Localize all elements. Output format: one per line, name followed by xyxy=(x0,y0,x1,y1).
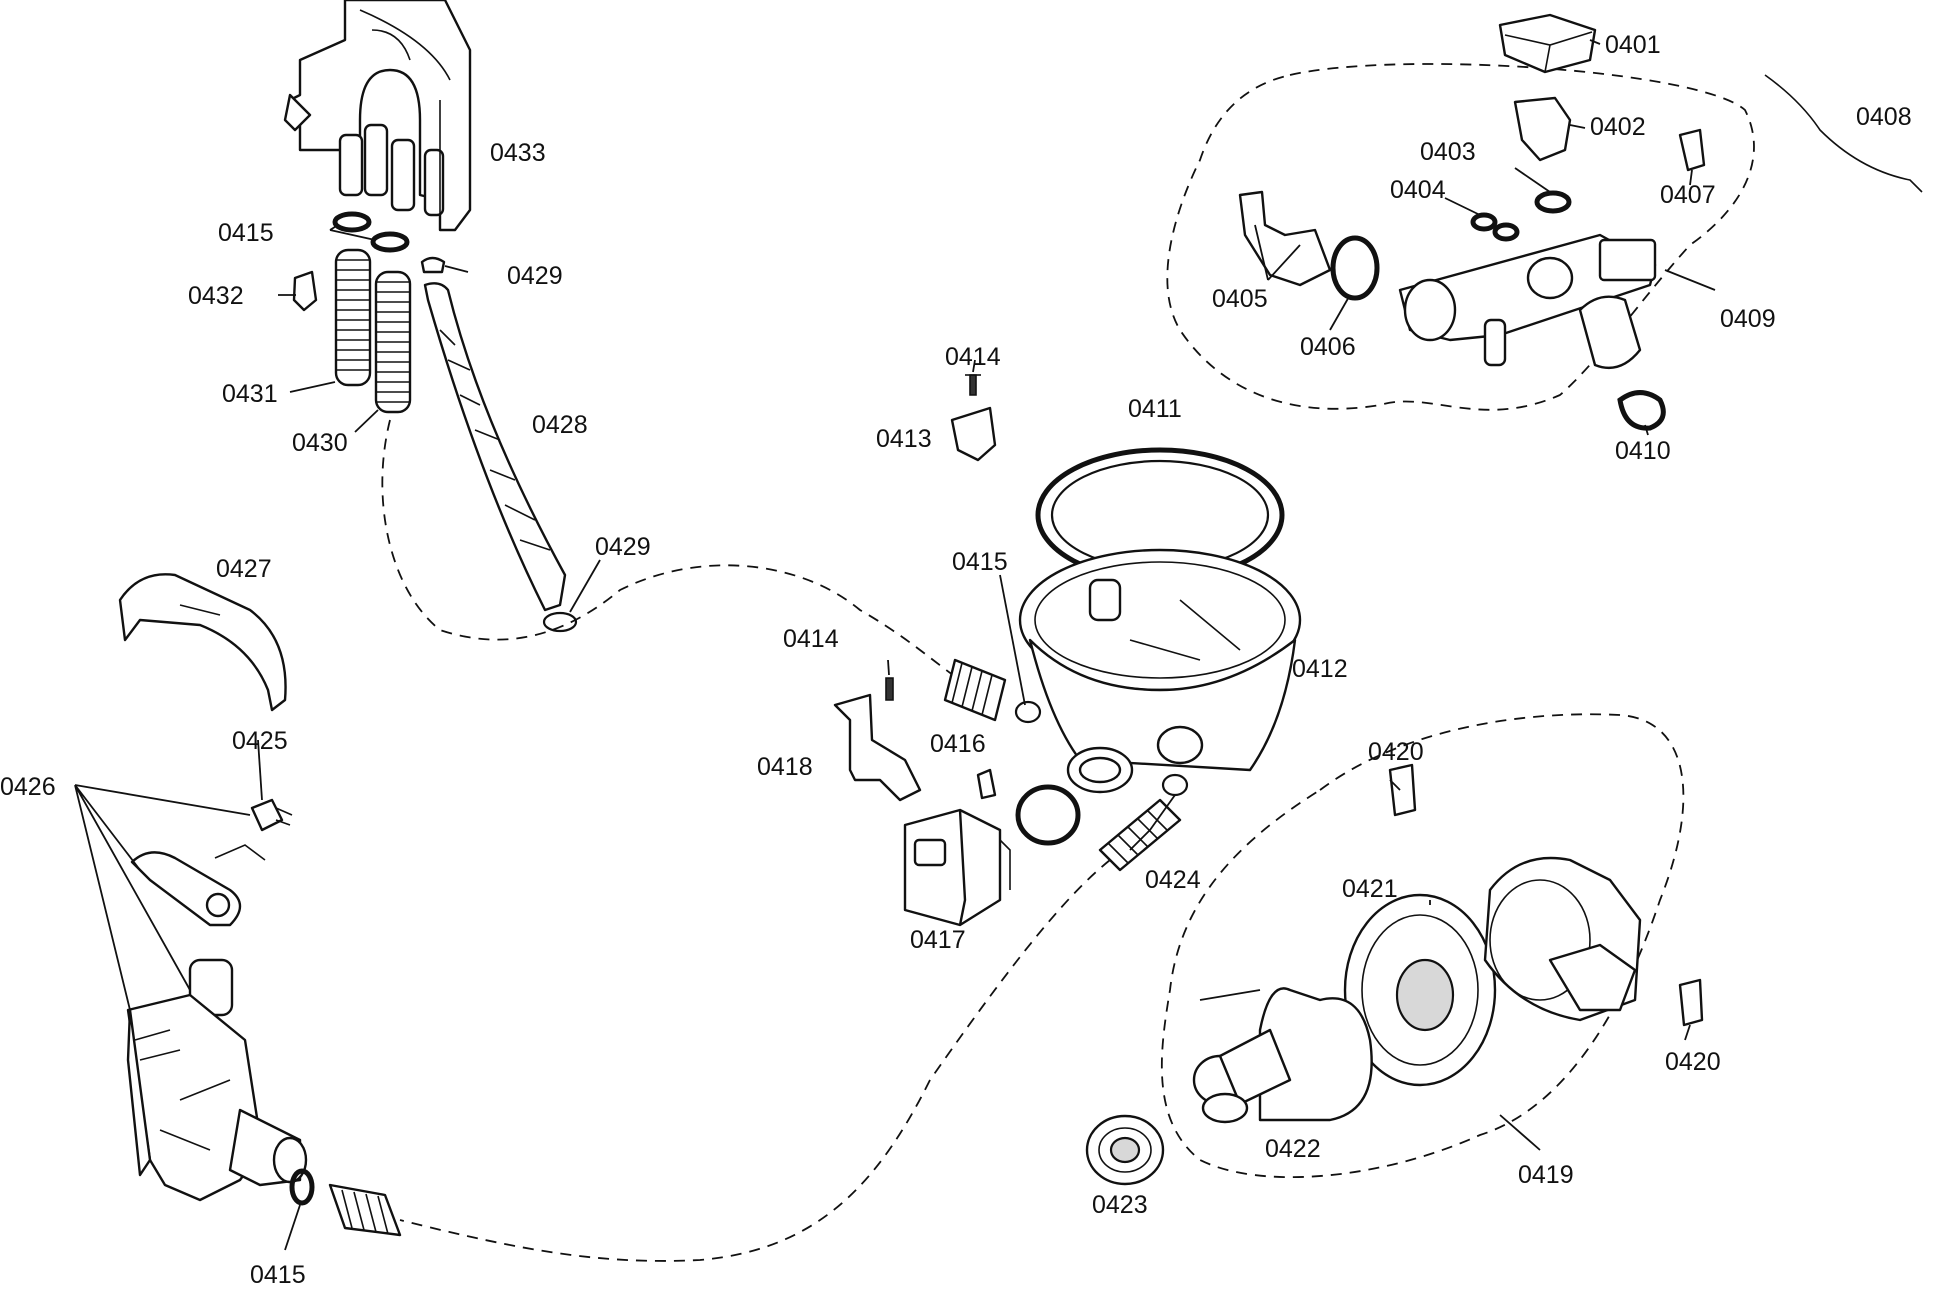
label-0429-top: 0429 xyxy=(507,262,563,290)
part-0415-spring xyxy=(943,658,1007,722)
label-0428: 0428 xyxy=(532,411,588,439)
label-0409: 0409 xyxy=(1720,305,1776,333)
part-0422-pump-volute xyxy=(1192,987,1373,1124)
part-0417-drain-pump xyxy=(903,808,1011,927)
part-0420-clip-bottom xyxy=(1678,978,1704,1027)
part-0429-clamp-bottom xyxy=(542,611,578,633)
label-0414-mid: 0414 xyxy=(783,625,839,653)
label-0423: 0423 xyxy=(1092,1191,1148,1219)
part-0432-clip xyxy=(292,270,318,312)
label-0430: 0430 xyxy=(292,429,348,457)
part-0410-hose-clamp xyxy=(1617,390,1666,431)
label-0420-top: 0420 xyxy=(1368,738,1424,766)
part-0402-connector xyxy=(1513,96,1572,162)
part-0414-screw-top xyxy=(969,374,977,396)
label-0403: 0403 xyxy=(1420,138,1476,166)
part-0409-heater-assembly xyxy=(1398,233,1657,370)
part-0404-ring-b xyxy=(1492,222,1520,242)
part-0421-impeller-housing xyxy=(1343,893,1497,1087)
part-0416-pin xyxy=(976,768,997,800)
part-0408-wire xyxy=(1764,74,1923,193)
part-0415-ring-d xyxy=(1014,700,1042,724)
label-0419: 0419 xyxy=(1518,1161,1574,1189)
label-0414-top: 0414 xyxy=(945,343,1001,371)
label-0431: 0431 xyxy=(222,380,278,408)
part-0426-arm xyxy=(214,844,266,861)
part-0433-duct xyxy=(283,0,472,232)
part-0406-o-ring xyxy=(1330,235,1380,301)
label-0415-center: 0415 xyxy=(952,548,1008,576)
assembly-outline-0419 xyxy=(1160,713,1685,1179)
label-0429-bottom: 0429 xyxy=(595,533,651,561)
label-0417: 0417 xyxy=(910,926,966,954)
part-0427-cover xyxy=(118,573,287,712)
hose-connection-0424-0415 xyxy=(399,859,1111,1262)
leader-lines xyxy=(74,39,1716,1251)
part-0407-clip xyxy=(1678,128,1706,172)
part-ring-seal xyxy=(1015,784,1081,846)
part-0423-grommet xyxy=(1085,1114,1165,1186)
label-0401: 0401 xyxy=(1605,31,1661,59)
label-0427: 0427 xyxy=(216,555,272,583)
part-0401-box xyxy=(1498,13,1597,74)
label-0432: 0432 xyxy=(188,282,244,310)
label-0404: 0404 xyxy=(1390,176,1446,204)
part-0415-ring-c xyxy=(289,1168,315,1206)
part-0426-valve-body xyxy=(126,993,308,1202)
part-0414-screw-mid xyxy=(885,677,894,701)
label-0420-bottom: 0420 xyxy=(1665,1048,1721,1076)
label-0422: 0422 xyxy=(1265,1135,1321,1163)
part-0413-clip xyxy=(950,406,997,462)
label-0424: 0424 xyxy=(1145,866,1201,894)
part-0425-switch xyxy=(250,798,284,832)
part-0424-ring xyxy=(1161,773,1189,797)
label-0411: 0411 xyxy=(1128,395,1182,423)
part-0420-clip-top xyxy=(1388,763,1417,817)
hose-connection-0430-0429 xyxy=(381,419,1001,701)
part-0418-bracket xyxy=(833,693,922,802)
label-0408: 0408 xyxy=(1856,103,1912,131)
label-0402: 0402 xyxy=(1590,113,1646,141)
part-0415-ring-a xyxy=(332,211,372,233)
part-0404-ring xyxy=(1470,212,1498,232)
label-0407: 0407 xyxy=(1660,181,1716,209)
label-0405: 0405 xyxy=(1212,285,1268,313)
label-0415-top: 0415 xyxy=(218,219,274,247)
part-0415-ring-b xyxy=(370,231,410,253)
label-0415-bottom: 0415 xyxy=(250,1261,306,1289)
part-0405-sensor xyxy=(1238,190,1332,287)
hose-segment-0415 xyxy=(328,1183,402,1237)
label-0421: 0421 xyxy=(1342,875,1398,903)
part-0428-hose xyxy=(423,282,567,612)
part-0424-corrugated-hose xyxy=(1098,798,1182,872)
label-0412: 0412 xyxy=(1292,655,1348,683)
part-labels: 0401 0402 0403 0404 0405 0406 0407 0408 … xyxy=(0,31,1912,1289)
label-0413: 0413 xyxy=(876,425,932,453)
label-0426: 0426 xyxy=(0,773,56,801)
label-0406: 0406 xyxy=(1300,333,1356,361)
part-0403-ring xyxy=(1534,190,1572,214)
part-0429-clamp-top xyxy=(420,256,446,274)
part-0430-corrugated-hose xyxy=(374,270,412,414)
part-0412-sump xyxy=(1018,548,1302,772)
label-0425: 0425 xyxy=(232,727,288,755)
label-0418: 0418 xyxy=(757,753,813,781)
label-0410: 0410 xyxy=(1615,437,1671,465)
label-0416: 0416 xyxy=(930,730,986,758)
part-0431-corrugated-hose xyxy=(334,248,372,387)
part-0419-circulation-pump-motor xyxy=(1483,856,1642,1022)
label-0433: 0433 xyxy=(490,139,546,167)
